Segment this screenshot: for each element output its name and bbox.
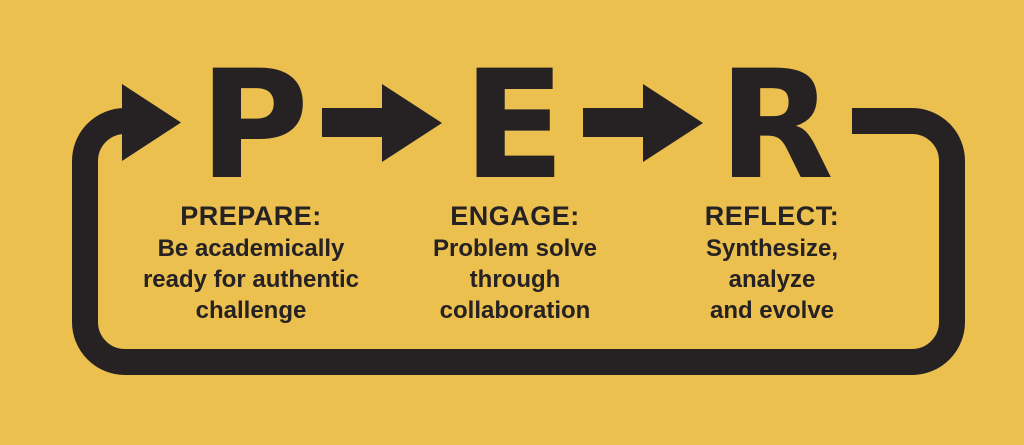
column-title-engage: ENGAGE: [450, 201, 580, 231]
column-body-prepare: Be academically ready for authentic chal… [142, 235, 360, 324]
column-reflect: REFLECT: Synthesize, analyze and evolve [627, 200, 917, 326]
column-engage: ENGAGE: Problem solve through collaborat… [370, 200, 660, 326]
column-title-reflect: REFLECT: [704, 201, 840, 231]
letter-p: P [199, 39, 309, 213]
loop-arrowhead-icon [122, 84, 181, 161]
arrow-right-icon [322, 84, 442, 162]
column-prepare: PREPARE: Be academically ready for authe… [106, 200, 396, 326]
column-title-prepare: PREPARE: [180, 201, 322, 231]
letter-e: E [463, 39, 565, 213]
arrow-right-icon [583, 84, 703, 162]
column-body-reflect: Synthesize, analyze and evolve [705, 235, 839, 324]
column-body-engage: Problem solve through collaboration [432, 235, 598, 324]
letter-r: R [718, 39, 834, 213]
cycle-loop-path [72, 108, 965, 375]
